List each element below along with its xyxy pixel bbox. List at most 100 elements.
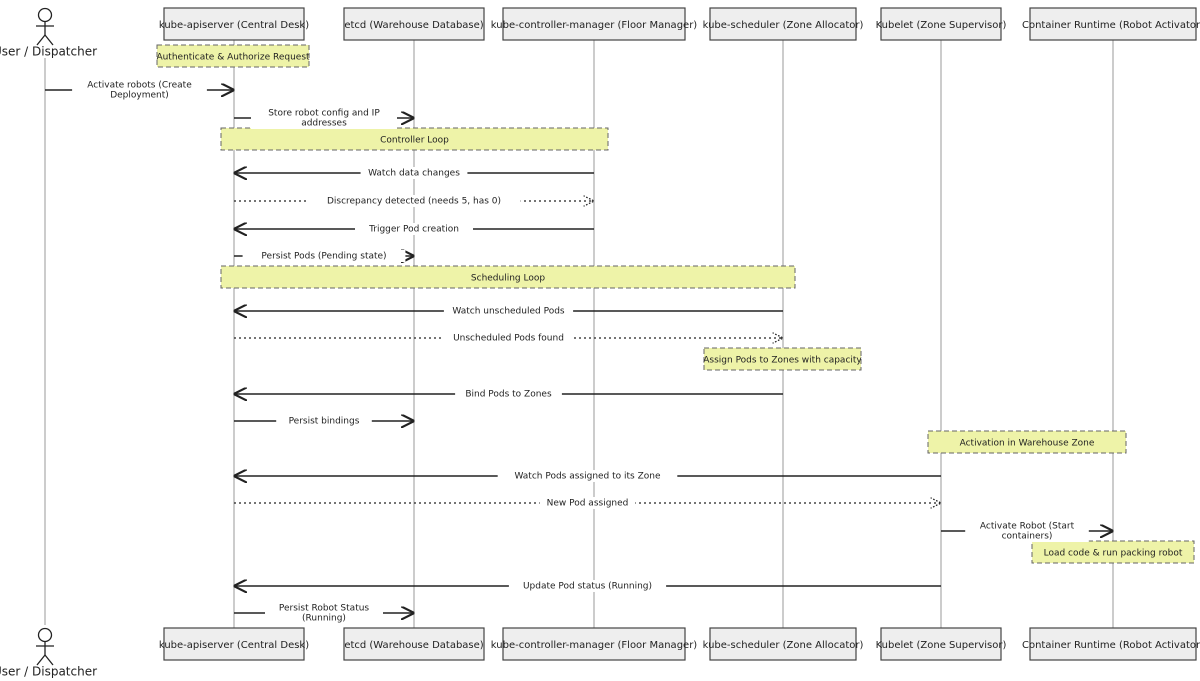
- participant-top-runtime: Container Runtime (Robot Activator): [1022, 7, 1200, 41]
- participant-label: kube-controller-manager (Floor Manager): [491, 20, 698, 31]
- message-label-bg: [276, 415, 372, 427]
- note-box: [156, 44, 310, 68]
- message-label: Activate Robot (Start: [980, 522, 1075, 532]
- actor-top-user: User / Dispatcher: [0, 7, 97, 59]
- message-label-bg: [360, 167, 468, 179]
- message-label-bg: [497, 470, 678, 482]
- note-box: [703, 347, 862, 371]
- message-label-bg: [539, 497, 636, 509]
- participant-bottom-ctrl: kube-controller-manager (Floor Manager): [491, 627, 698, 661]
- message-unscheduled-pods-found: Unscheduled Pods found: [234, 332, 782, 344]
- participant-label: kube-apiserver (Central Desk): [159, 640, 309, 651]
- participant-label: kube-scheduler (Zone Allocator): [703, 640, 864, 651]
- message-label-bg: [265, 602, 383, 624]
- participant-label: Container Runtime (Robot Activator): [1022, 20, 1200, 31]
- actor-bottom-user: User / Dispatcher: [0, 627, 97, 679]
- message-label: Bind Pods to Zones: [465, 390, 552, 400]
- participant-top-ctrl: kube-controller-manager (Floor Manager): [491, 7, 698, 41]
- participant-label: kube-controller-manager (Floor Manager): [491, 640, 698, 651]
- message-label-bg: [508, 580, 667, 592]
- note-text: Scheduling Loop: [471, 274, 545, 284]
- participant-bottom-kubelet: Kubelet (Zone Supervisor): [876, 627, 1007, 661]
- message-label: (Running): [302, 614, 346, 624]
- message-label: addresses: [301, 119, 347, 129]
- message-label: Persist Pods (Pending state): [261, 252, 386, 262]
- message-watch-unscheduled-pods: Watch unscheduled Pods: [235, 305, 783, 317]
- message-update-pod-status-running: Update Pod status (Running): [235, 580, 941, 592]
- note-assign-pods-to-zones-with-capacity: Assign Pods to Zones with capacity: [703, 347, 862, 371]
- message-label: New Pod assigned: [547, 499, 629, 509]
- message-label: Watch unscheduled Pods: [452, 307, 565, 317]
- message-label: Deployment): [110, 91, 169, 101]
- participant-bottom-api: kube-apiserver (Central Desk): [159, 627, 309, 661]
- message-label: Store robot config and IP: [268, 109, 380, 119]
- note-text: Authenticate & Authorize Request: [156, 53, 310, 63]
- participant-box: [502, 7, 686, 41]
- message-persist-pods-pending-state: Persist Pods (Pending state): [234, 250, 413, 262]
- message-persist-bindings: Persist bindings: [234, 415, 413, 427]
- note-text: Controller Loop: [380, 136, 449, 146]
- participant-box: [163, 627, 305, 661]
- participant-label: etcd (Warehouse Database): [344, 640, 483, 651]
- message-label: Trigger Pod creation: [368, 225, 459, 235]
- note-box: [220, 127, 609, 151]
- actor-head-icon: [37, 7, 53, 23]
- message-trigger-pod-creation: Trigger Pod creation: [235, 223, 594, 235]
- message-watch-pods-assigned-to-its-zone: Watch Pods assigned to its Zone: [235, 470, 941, 482]
- message-label-bg: [965, 520, 1089, 542]
- participant-label: Kubelet (Zone Supervisor): [876, 640, 1007, 651]
- message-new-pod-assigned: New Pod assigned: [234, 497, 940, 509]
- message-label: Watch data changes: [368, 169, 460, 179]
- participant-top-etcd: etcd (Warehouse Database): [343, 7, 485, 41]
- message-persist-robot-status-running: Persist Robot Status(Running): [234, 602, 413, 624]
- participant-label: Kubelet (Zone Supervisor): [876, 20, 1007, 31]
- note-box: [220, 265, 796, 289]
- participant-bottom-sched: kube-scheduler (Zone Allocator): [703, 627, 864, 661]
- message-label-bg: [242, 250, 406, 262]
- participant-box: [163, 7, 305, 41]
- message-label-bg: [443, 332, 574, 344]
- message-watch-data-changes: Watch data changes: [235, 167, 594, 179]
- message-label-bg: [455, 388, 562, 400]
- note-text: Activation in Warehouse Zone: [960, 439, 1095, 449]
- message-label: Discrepancy detected (needs 5, has 0): [327, 197, 501, 207]
- message-label-bg: [355, 223, 473, 235]
- message-label-bg: [72, 79, 207, 101]
- participant-box: [880, 7, 1002, 41]
- note-text: Assign Pods to Zones with capacity: [703, 356, 862, 366]
- participant-top-sched: kube-scheduler (Zone Allocator): [703, 7, 864, 41]
- participant-bottom-runtime: Container Runtime (Robot Activator): [1022, 627, 1200, 661]
- actor-legs-icon: [36, 653, 54, 666]
- participant-top-api: kube-apiserver (Central Desk): [159, 7, 309, 41]
- participant-box: [709, 7, 857, 41]
- message-label-bg: [443, 305, 574, 317]
- message-label: Activate robots (Create: [87, 81, 192, 91]
- participant-label: kube-apiserver (Central Desk): [159, 20, 309, 31]
- message-label: Persist bindings: [289, 417, 360, 427]
- participant-box: [502, 627, 686, 661]
- note-box: [1031, 540, 1195, 564]
- actor-legs-icon: [36, 33, 54, 46]
- participant-label: kube-scheduler (Zone Allocator): [703, 20, 864, 31]
- participant-label: etcd (Warehouse Database): [344, 20, 483, 31]
- actor-label: User / Dispatcher: [0, 665, 97, 679]
- message-label-bg: [251, 107, 397, 129]
- message-label: Update Pod status (Running): [523, 582, 652, 592]
- participant-bottom-etcd: etcd (Warehouse Database): [343, 627, 485, 661]
- actor-label: User / Dispatcher: [0, 45, 97, 59]
- message-bind-pods-to-zones: Bind Pods to Zones: [235, 388, 783, 400]
- participant-box: [1029, 7, 1197, 41]
- participant-box: [880, 627, 1002, 661]
- participant-box: [1029, 627, 1197, 661]
- actor-head-icon: [37, 627, 53, 643]
- participant-label: Container Runtime (Robot Activator): [1022, 640, 1200, 651]
- note-text: Load code & run packing robot: [1044, 549, 1183, 559]
- message-label: containers): [1002, 532, 1053, 542]
- note-activation-in-warehouse-zone: Activation in Warehouse Zone: [927, 430, 1127, 454]
- participant-box: [343, 7, 485, 41]
- note-authenticate-authorize-request: Authenticate & Authorize Request: [156, 44, 310, 68]
